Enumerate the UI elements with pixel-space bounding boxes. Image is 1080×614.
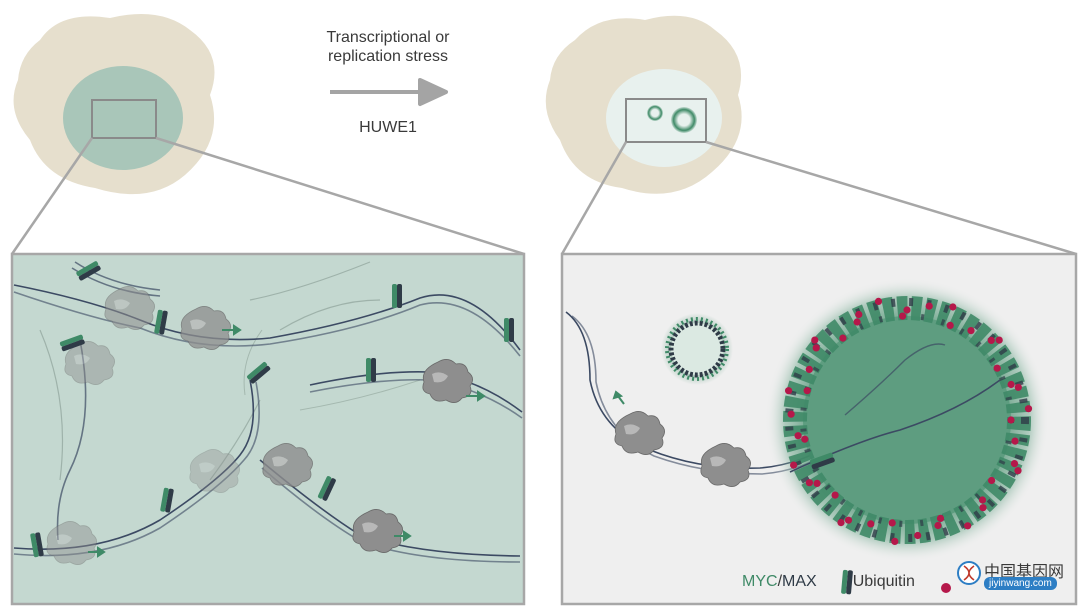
transition-arrow	[330, 78, 448, 106]
ubiquitin-dot	[853, 318, 861, 326]
ubiquitin-dot	[805, 479, 814, 487]
ubiquitin-dot	[1024, 405, 1033, 413]
ubiquitin-dot	[967, 327, 975, 335]
direction-arrow-after	[612, 390, 625, 405]
ubiquitin-dot	[1014, 383, 1022, 391]
ubiquitin-dot	[855, 310, 863, 319]
legend: MYC/MAX Ubiquitin	[742, 570, 915, 594]
nucleus-after	[606, 69, 722, 167]
ubiquitin-dot	[949, 303, 957, 311]
ubiquitin-dot	[914, 531, 922, 540]
ubiquitin-dot	[831, 491, 839, 499]
legend-slash: /	[777, 573, 783, 590]
ubiquitin-dot	[1007, 380, 1015, 389]
ubiquitin-dot	[874, 297, 883, 305]
ubiquitin-dot	[787, 410, 795, 418]
ubiquitin-dot	[995, 336, 1003, 344]
stress-label-line1: Transcriptional or	[326, 29, 450, 46]
ubiquitin-dot	[946, 321, 954, 329]
panel-before	[10, 252, 526, 606]
dna-logo-icon	[957, 561, 981, 585]
ubiquitin-dot	[988, 476, 996, 485]
ubiquitin-dot	[812, 344, 820, 352]
legend-ubiquitin: Ubiquitin	[852, 573, 915, 590]
ubiquitin-dot	[801, 435, 809, 443]
nucleus-before	[63, 66, 183, 170]
ubiquitin-dot	[837, 519, 845, 527]
ubiquitin-dot	[964, 522, 972, 530]
stress-label: Transcriptional or replication stress	[290, 28, 486, 66]
panel-after	[560, 252, 1078, 606]
ubiquitin-dot	[805, 365, 813, 373]
ubiquitin-dot	[794, 432, 802, 440]
huwe1-label: HUWE1	[359, 119, 417, 136]
ubiquitin-dot	[844, 516, 853, 524]
droplet-large	[671, 107, 697, 133]
ubiquitin-dot	[785, 387, 793, 395]
ubiquitin-dot	[839, 334, 847, 342]
ubiquitin-dot	[903, 306, 911, 314]
ubiquitin-dot	[1007, 416, 1015, 424]
direction-arrows-before	[88, 324, 486, 558]
ubiquitin-dot	[790, 461, 798, 469]
zoom-line-after-left	[560, 141, 628, 255]
ubiquitin-dot	[891, 537, 899, 546]
ubiquitin-dot	[936, 514, 945, 523]
ubiquitin-dot	[888, 519, 896, 527]
ubiquitin-dot	[979, 504, 987, 512]
zoom-box-after	[625, 98, 707, 143]
watermark-cn: 中国基因网	[984, 562, 1065, 581]
ubiquitin-dot	[993, 364, 1001, 372]
condensate-core	[803, 316, 1011, 524]
ubiquitin-dot	[867, 520, 875, 528]
ubiquitin-dot	[803, 387, 811, 395]
legend-max: MAX	[782, 573, 817, 590]
ubiquitin-legend-icon	[941, 583, 951, 593]
legend-myc: MYC	[742, 573, 778, 590]
stress-label-line2: replication stress	[327, 48, 449, 65]
ubiquitin-dot	[925, 302, 933, 310]
ubiquitin-dot	[1011, 437, 1019, 445]
zoom-line-before-left	[10, 137, 94, 255]
zoom-line-after-right	[705, 140, 1077, 256]
zoom-box-before	[91, 99, 157, 139]
ubiquitin-dot	[813, 479, 821, 487]
watermark-url: jiyinwang.com	[984, 577, 1057, 590]
ubiquitin-dot	[934, 521, 942, 530]
ubiquitin-dot	[1014, 467, 1022, 475]
ubiquitin-dot	[987, 336, 995, 344]
ubiquitin-dot	[899, 312, 907, 320]
ubiquitin-marks	[785, 297, 1033, 546]
droplet-small	[647, 105, 663, 121]
ubiquitin-dot	[811, 336, 819, 344]
zoom-line-before-right	[155, 136, 525, 256]
watermark: 中国基因网 jiyinwang.com	[956, 558, 1068, 590]
ubiquitin-dot	[978, 496, 987, 504]
ubiquitin-dot	[1010, 460, 1019, 468]
